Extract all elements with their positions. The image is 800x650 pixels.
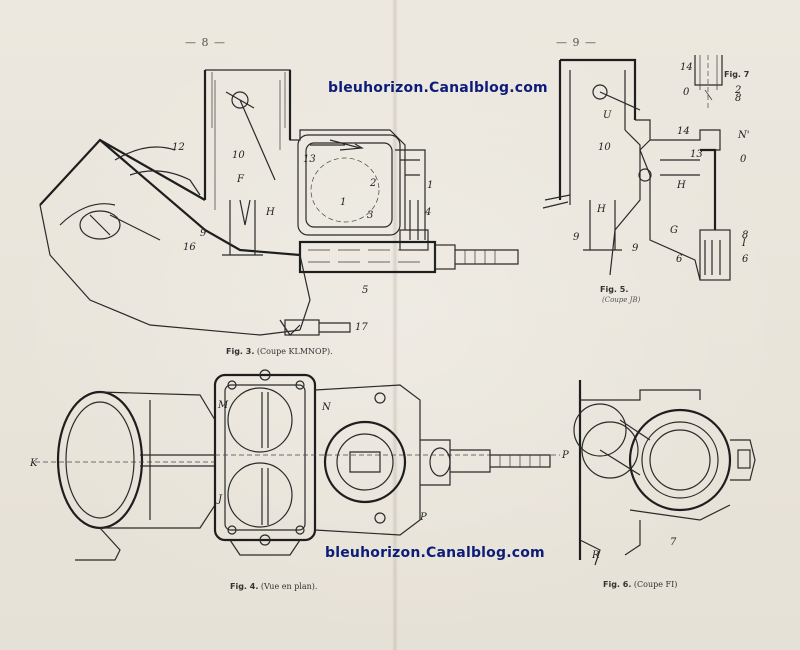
fig6-caption: Fig. 6. (Coupe FI) (603, 580, 677, 589)
svg-text:9: 9 (200, 228, 207, 239)
svg-text:H: H (676, 180, 686, 191)
svg-text:R: R (591, 550, 600, 561)
watermark-bottom: bleuhorizon.Canalblog.com (325, 545, 545, 561)
fig4-caption: Fig. 4. (Vue en plan). (230, 582, 317, 591)
svg-text:4: 4 (424, 207, 431, 218)
svg-text:5: 5 (362, 285, 368, 296)
svg-text:N: N (321, 402, 332, 413)
svg-text:9: 9 (632, 243, 639, 254)
fig3-label: Fig. 3. (226, 347, 255, 356)
svg-text:7: 7 (670, 537, 677, 548)
fig7-label: Fig. 7 (724, 70, 750, 79)
fig5-drawing: 14 0 2 8 U 14 N' 10 13 0 H G 8 I 6 6 9 9… (542, 55, 750, 281)
svg-text:2: 2 (369, 178, 376, 189)
svg-text:16: 16 (183, 242, 196, 253)
fig4-drawing: M N K J P P (29, 369, 569, 561)
svg-text:2: 2 (734, 85, 741, 96)
svg-text:G: G (670, 225, 678, 236)
svg-text:F: F (236, 174, 245, 185)
svg-text:6: 6 (676, 254, 683, 265)
svg-text:12: 12 (172, 142, 185, 153)
svg-text:3: 3 (367, 210, 373, 221)
svg-text:10: 10 (232, 150, 245, 161)
svg-text:M: M (217, 400, 229, 411)
watermark-top: bleuhorizon.Canalblog.com (328, 80, 548, 96)
svg-text:0: 0 (683, 87, 690, 98)
fig4-caption-text: (Vue en plan). (260, 582, 318, 591)
fig6-label: Fig. 6. (603, 580, 632, 589)
svg-text:8: 8 (742, 230, 748, 241)
svg-text:6: 6 (742, 254, 749, 265)
fig4-label: Fig. 4. (230, 582, 259, 591)
fig7-caption: Fig. 7 (724, 70, 749, 79)
svg-text:17: 17 (355, 322, 368, 333)
fig6-caption-text: (Coupe FI) (633, 580, 678, 589)
fig6-drawing: 7 R (573, 380, 756, 566)
fig5-caption-text: (Coupe JB) (602, 296, 641, 304)
fig5-caption: Fig. 5. (600, 285, 628, 294)
fig5-label: Fig. 5. (600, 285, 629, 294)
svg-text:K: K (29, 458, 38, 469)
svg-text:13: 13 (690, 149, 703, 160)
svg-text:P: P (561, 450, 569, 461)
svg-text:P: P (419, 512, 427, 523)
page-fold (392, 0, 398, 650)
svg-text:1: 1 (427, 180, 433, 191)
svg-text:14: 14 (677, 126, 690, 137)
page-number-left: — 8 — (185, 36, 226, 49)
svg-text:8: 8 (735, 93, 741, 104)
fig3-caption-text: (Coupe KLMNOP). (256, 347, 333, 356)
svg-text:H: H (596, 204, 606, 215)
fig3-caption: Fig. 3. (Coupe KLMNOP). (226, 347, 333, 356)
fig3-drawing: 12 10 13 F 2 1 1 3 4 9 H 16 5 17 (39, 69, 519, 336)
svg-text:J: J (216, 494, 223, 505)
svg-text:N': N' (737, 130, 750, 141)
svg-text:H: H (265, 207, 275, 218)
svg-text:10: 10 (598, 142, 611, 153)
page-number-right: — 9 — (556, 36, 597, 49)
svg-text:9: 9 (573, 232, 580, 243)
svg-text:U: U (603, 110, 612, 121)
svg-text:1: 1 (340, 197, 346, 208)
svg-text:13: 13 (303, 154, 316, 165)
svg-text:14: 14 (680, 62, 693, 73)
svg-text:I: I (741, 238, 747, 249)
svg-text:0: 0 (740, 154, 747, 165)
